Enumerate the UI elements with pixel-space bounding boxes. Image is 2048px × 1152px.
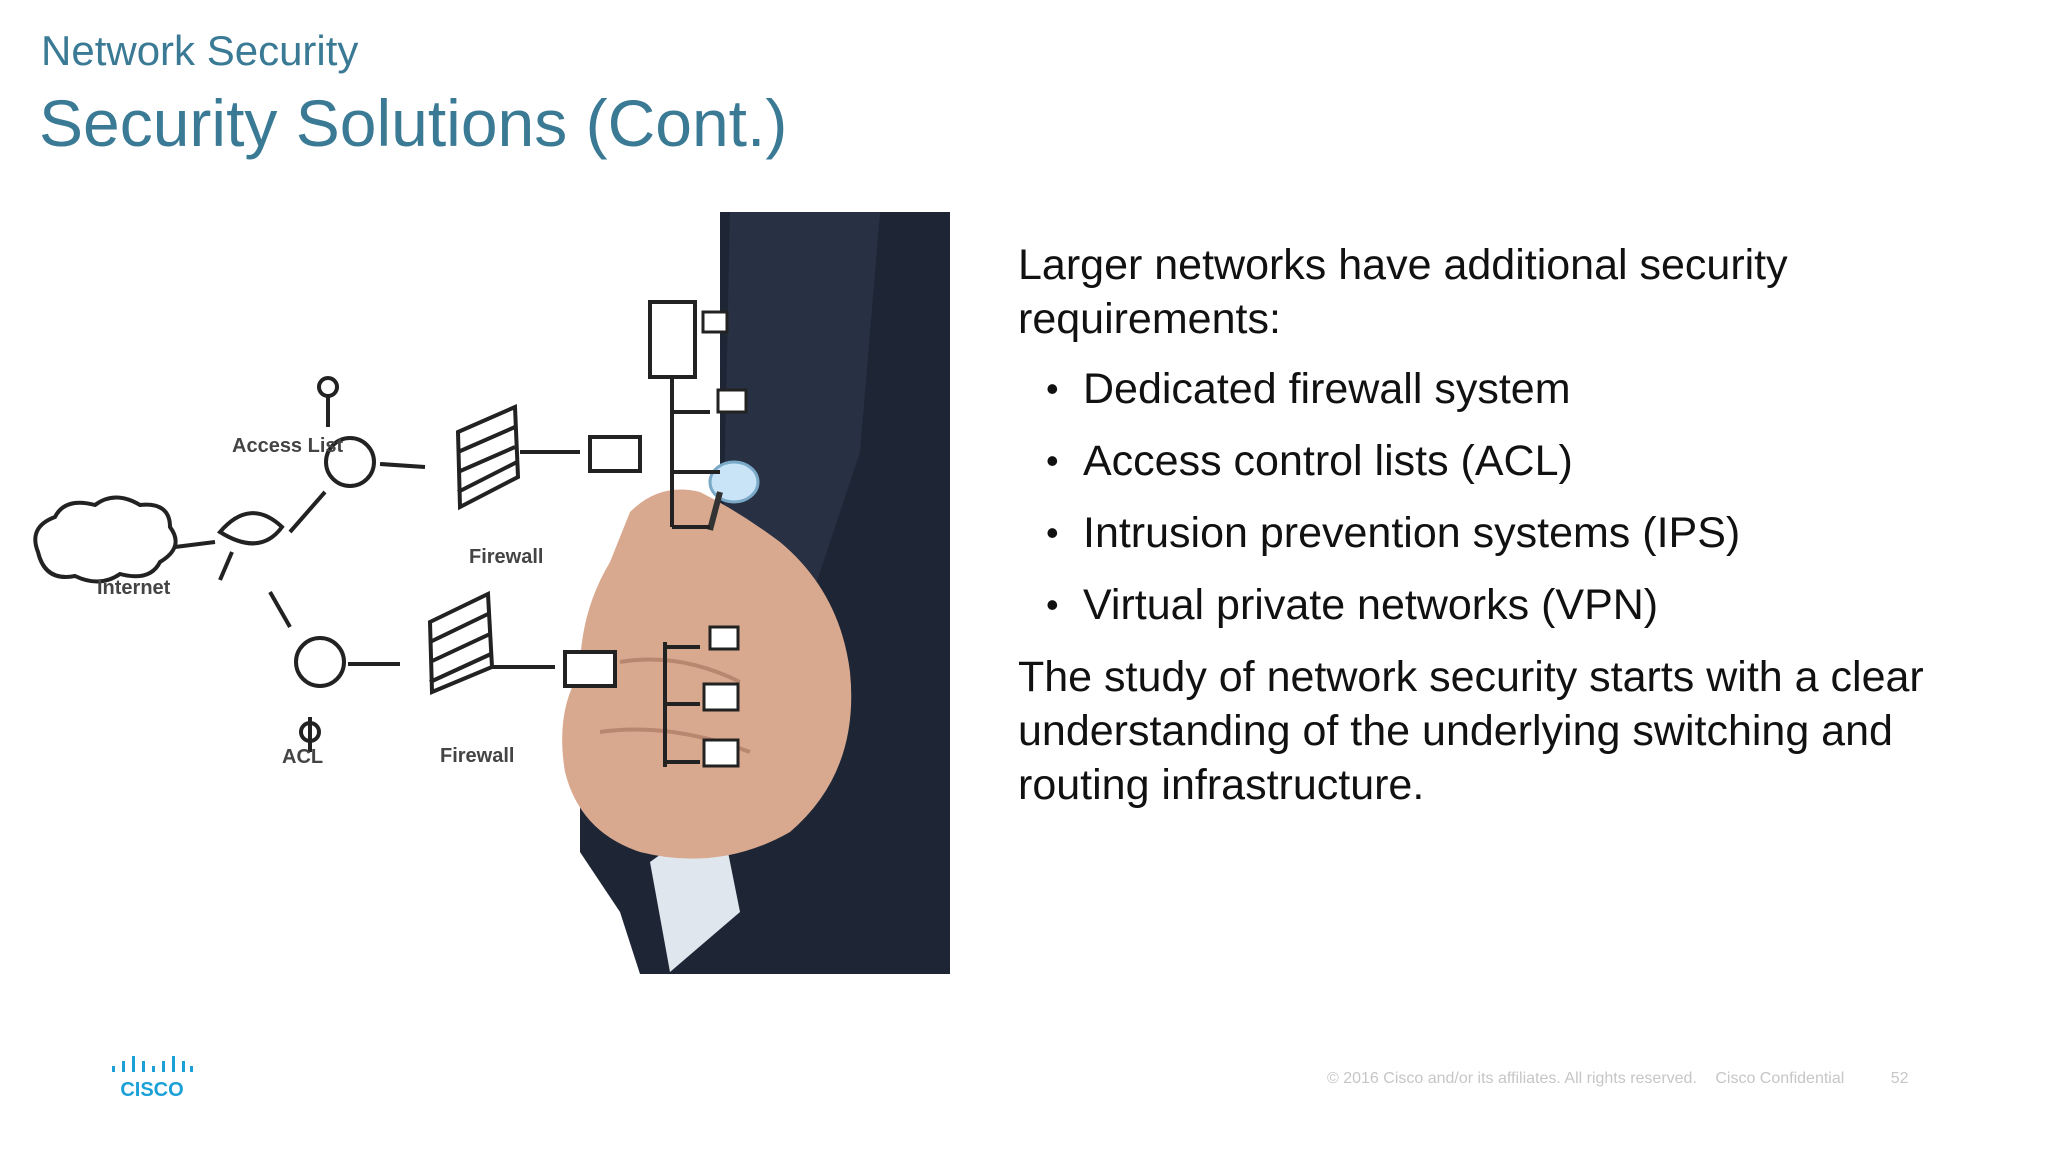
bullet-dot-icon: • [1046,440,1059,481]
firewall-top-label: Firewall [469,546,543,568]
copyright-text: © 2016 Cisco and/or its affiliates. All … [1327,1070,1697,1087]
slide-body: Larger networks have additional security… [1018,238,2018,812]
computer-icon [708,625,740,651]
server-icon [648,300,697,379]
computer-icon [702,738,740,768]
computer-icon [702,682,740,712]
cisco-logo-icon: CISCO [110,1052,194,1101]
bullet-list: •Dedicated firewall system •Access contr… [1018,362,2018,632]
conclusion-paragraph: The study of network security starts wit… [1018,653,1924,809]
bullet-item: •Virtual private networks (VPN) [1018,578,2018,632]
internet-label: Internet [97,577,171,599]
computer-icon [716,388,748,414]
confidential-text: Cisco Confidential [1715,1070,1845,1087]
bullet-dot-icon: • [1046,512,1059,553]
router-bottom-icon [294,636,346,688]
switch-bottom-icon [563,650,617,688]
bullet-item: •Dedicated firewall system [1018,362,2018,416]
page-number: 52 [1890,1070,1909,1087]
network-diagram-photo: Internet Access List ACL Firewall [20,212,960,978]
bullet-item: •Intrusion prevention systems (IPS) [1018,506,2018,560]
section-title: Network Security [41,27,359,74]
footer: © 2016 Cisco and/or its affiliates. All … [1327,1070,1923,1088]
switch-top-icon [588,435,642,473]
bullet-dot-icon: • [1046,584,1059,625]
page-title: Security Solutions (Cont.) [39,86,788,160]
router-top-icon [324,436,376,488]
intro-paragraph: Larger networks have additional security… [1018,241,1788,343]
firewall-bottom-label: Firewall [440,745,514,767]
access-list-label: Access List [232,435,344,457]
logo-text: CISCO [120,1079,183,1098]
acl-label: ACL [282,746,323,768]
bullet-item: •Access control lists (ACL) [1018,434,2018,488]
bullet-dot-icon: • [1046,368,1059,409]
